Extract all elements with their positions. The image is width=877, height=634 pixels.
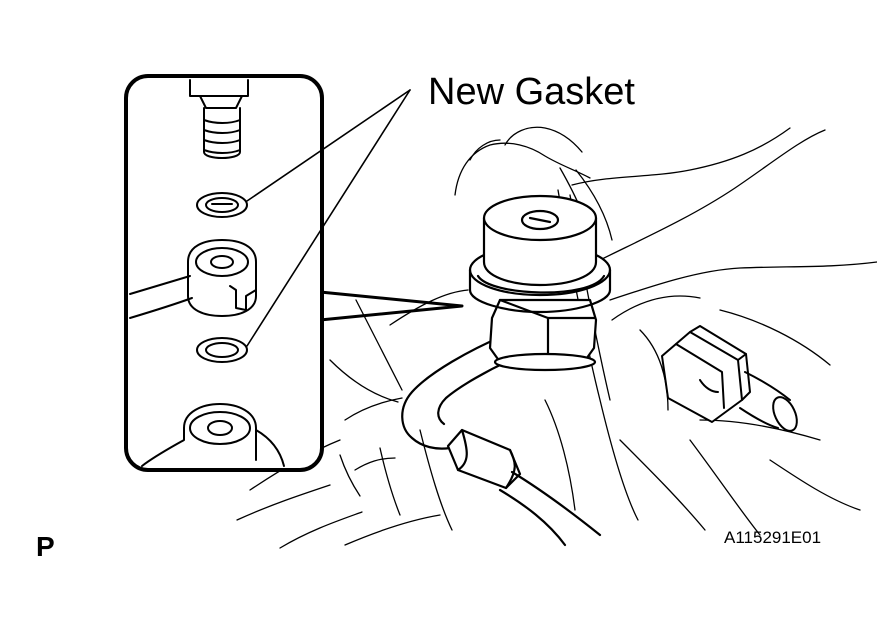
fuel-pipe (402, 335, 600, 545)
lower-gasket (197, 338, 247, 362)
union-bolt (190, 80, 248, 96)
figure-id-label: A115291E01 (724, 528, 822, 547)
electrical-connector (662, 326, 802, 435)
hand-outline (455, 143, 590, 195)
view-letter-label: P (36, 531, 55, 562)
banjo-fitting (188, 240, 256, 316)
inset-pointer (320, 292, 462, 320)
engine-background (237, 127, 877, 548)
callout-leader-lines (247, 90, 410, 346)
new-gasket-label: New Gasket (428, 71, 635, 113)
regulator-port (184, 404, 256, 460)
fuel-pressure-regulator (470, 196, 610, 370)
inset-exploded-view (126, 76, 322, 470)
